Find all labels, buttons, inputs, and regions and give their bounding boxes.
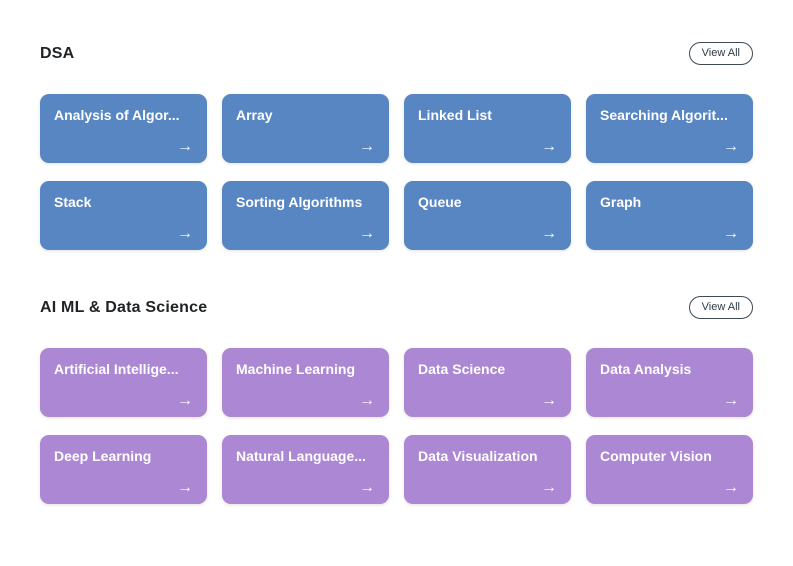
card-title: Queue xyxy=(418,194,462,210)
topic-card[interactable]: Machine Learning → xyxy=(222,348,389,417)
card-grid-dsa: Analysis of Algor... → Array → Linked Li… xyxy=(40,94,753,250)
arrow-right-icon: → xyxy=(723,479,739,496)
arrow-right-icon: → xyxy=(177,138,193,155)
card-grid-aiml: Artificial Intellige... → Machine Learni… xyxy=(40,348,753,504)
topic-card[interactable]: Natural Language... → xyxy=(222,435,389,504)
section-aiml-data-science: AI ML & Data Science View All Artificial… xyxy=(40,296,753,504)
arrow-right-icon: → xyxy=(541,479,557,496)
topic-card[interactable]: Data Analysis → xyxy=(586,348,753,417)
arrow-right-icon: → xyxy=(359,225,375,242)
card-title: Machine Learning xyxy=(236,361,356,377)
topic-card[interactable]: Computer Vision → xyxy=(586,435,753,504)
topic-card[interactable]: Queue → xyxy=(404,181,571,250)
topic-card[interactable]: Searching Algorit... → xyxy=(586,94,753,163)
card-title: Stack xyxy=(54,194,92,210)
arrow-right-icon: → xyxy=(541,392,557,409)
card-title: Data Analysis xyxy=(600,361,692,377)
card-title: Data Science xyxy=(418,361,506,377)
arrow-right-icon: → xyxy=(723,225,739,242)
section-title-aiml: AI ML & Data Science xyxy=(40,298,208,316)
arrow-right-icon: → xyxy=(723,392,739,409)
topic-card[interactable]: Artificial Intellige... → xyxy=(40,348,207,417)
topic-card[interactable]: Analysis of Algor... → xyxy=(40,94,207,163)
card-title: Computer Vision xyxy=(600,448,712,464)
topic-card[interactable]: Array → xyxy=(222,94,389,163)
section-title-dsa: DSA xyxy=(40,44,75,62)
section-header-aiml: AI ML & Data Science View All xyxy=(40,296,753,319)
card-title: Artificial Intellige... xyxy=(54,361,179,377)
view-all-button-dsa[interactable]: View All xyxy=(688,42,753,65)
arrow-right-icon: → xyxy=(359,138,375,155)
arrow-right-icon: → xyxy=(541,225,557,242)
page: DSA View All Analysis of Algor... → Arra… xyxy=(0,42,793,504)
topic-card[interactable]: Data Science → xyxy=(404,348,571,417)
arrow-right-icon: → xyxy=(177,392,193,409)
topic-card[interactable]: Deep Learning → xyxy=(40,435,207,504)
card-title: Searching Algorit... xyxy=(600,107,728,123)
view-all-button-aiml[interactable]: View All xyxy=(688,296,753,319)
card-title: Natural Language... xyxy=(236,448,366,464)
card-title: Array xyxy=(236,107,273,123)
card-title: Sorting Algorithms xyxy=(236,194,363,210)
section-header-dsa: DSA View All xyxy=(40,42,753,65)
topic-card[interactable]: Linked List → xyxy=(404,94,571,163)
topic-card[interactable]: Sorting Algorithms → xyxy=(222,181,389,250)
topic-card[interactable]: Data Visualization → xyxy=(404,435,571,504)
arrow-right-icon: → xyxy=(359,392,375,409)
topic-card[interactable]: Graph → xyxy=(586,181,753,250)
card-title: Analysis of Algor... xyxy=(54,107,180,123)
card-title: Linked List xyxy=(418,107,492,123)
section-dsa: DSA View All Analysis of Algor... → Arra… xyxy=(40,42,753,250)
arrow-right-icon: → xyxy=(177,225,193,242)
arrow-right-icon: → xyxy=(359,479,375,496)
card-title: Graph xyxy=(600,194,642,210)
card-title: Data Visualization xyxy=(418,448,538,464)
arrow-right-icon: → xyxy=(177,479,193,496)
arrow-right-icon: → xyxy=(541,138,557,155)
topic-card[interactable]: Stack → xyxy=(40,181,207,250)
arrow-right-icon: → xyxy=(723,138,739,155)
card-title: Deep Learning xyxy=(54,448,152,464)
